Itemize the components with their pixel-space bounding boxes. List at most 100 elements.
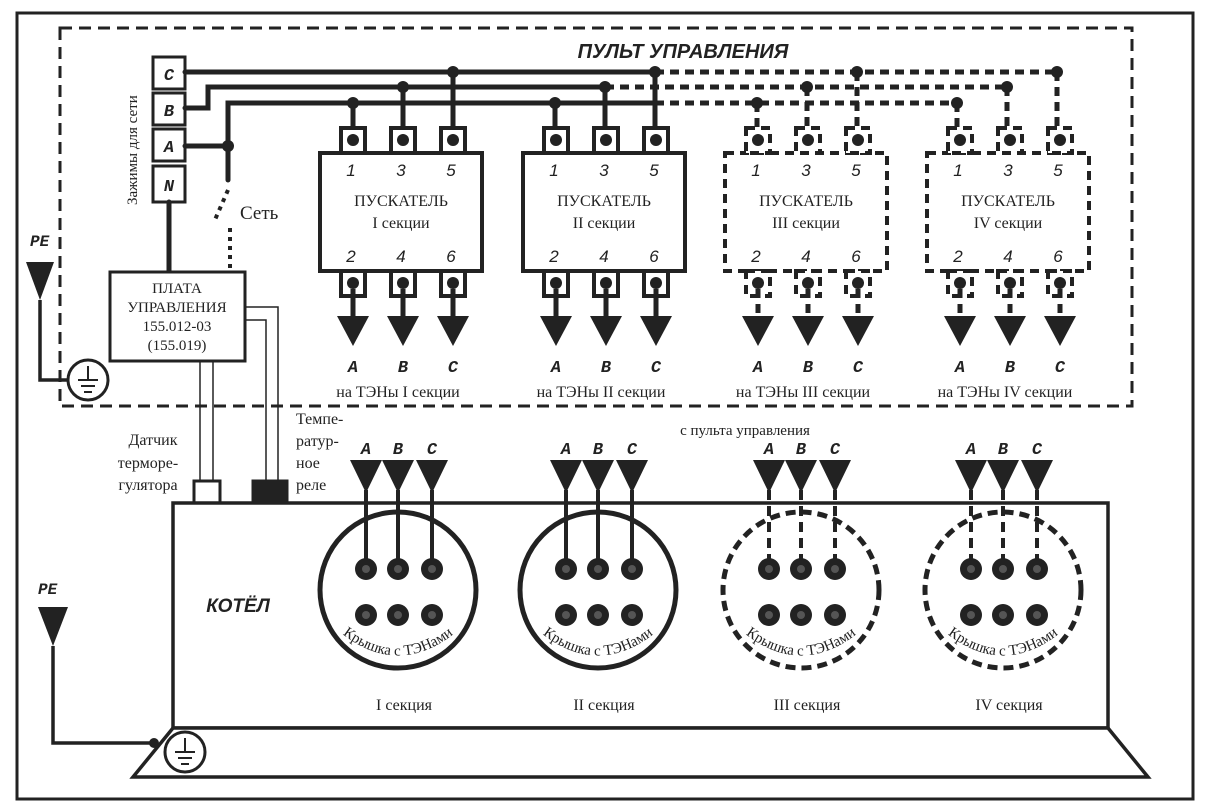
contact-dot <box>600 134 612 146</box>
contact-dot <box>550 277 562 289</box>
contact-number-bottom: 2 <box>750 247 761 266</box>
contact-dot <box>347 134 359 146</box>
svg-text:терморе-: терморе- <box>118 455 178 472</box>
ground-icon-top <box>66 358 110 402</box>
phase-label: A <box>550 359 561 378</box>
board-line-1: ПЛАТА <box>152 281 202 297</box>
svg-text:ратур-: ратур- <box>296 433 339 450</box>
arrow-icon <box>1021 460 1053 493</box>
contact-number-top: 5 <box>649 161 659 180</box>
contact-number-bottom: 4 <box>1003 247 1012 266</box>
contact-dot <box>752 134 764 146</box>
pe-bottom-wire <box>51 646 152 745</box>
terminal-b: B <box>164 103 174 122</box>
boiler-base <box>129 726 1152 779</box>
phase-label: B <box>998 441 1008 460</box>
contact-dot <box>852 134 864 146</box>
contact-dot <box>447 134 459 146</box>
contact-number-top: 5 <box>1053 161 1063 180</box>
arrow-icon <box>337 316 369 346</box>
temperature-relay <box>251 479 289 505</box>
phase-label: B <box>1005 359 1015 378</box>
contact-dot <box>1054 134 1066 146</box>
contact-dot <box>650 277 662 289</box>
arrow-icon <box>792 316 824 346</box>
arrow-icon <box>753 460 785 493</box>
thermostat-sensor <box>192 479 222 505</box>
phase-label: B <box>393 441 403 460</box>
net-switch <box>212 189 230 223</box>
arrow-icon <box>350 460 382 493</box>
phase-label: C <box>830 441 841 460</box>
phase-label: B <box>803 359 813 378</box>
phase-label: A <box>560 441 571 460</box>
contact-number-top: 3 <box>801 161 811 180</box>
arrow-icon <box>550 460 582 493</box>
contact-number-top: 1 <box>549 161 558 180</box>
pe-bottom-connector <box>38 607 68 646</box>
contact-dot <box>802 277 814 289</box>
svg-text:Датчик: Датчик <box>129 432 178 449</box>
contact-number-bottom: 6 <box>446 247 456 266</box>
to-heaters-label: на ТЭНы I секции <box>336 384 460 401</box>
contact-number-bottom: 4 <box>801 247 810 266</box>
section-label: IV секция <box>975 697 1043 714</box>
phase-label: A <box>965 441 976 460</box>
contact-dot <box>954 277 966 289</box>
phase-label: B <box>593 441 603 460</box>
contact-number-top: 3 <box>599 161 609 180</box>
arrow-icon <box>819 460 851 493</box>
contact-number-top: 1 <box>953 161 962 180</box>
arrow-icon <box>590 316 622 346</box>
contact-number-bottom: 6 <box>649 247 659 266</box>
phase-label: C <box>627 441 638 460</box>
contact-number-top: 3 <box>1003 161 1013 180</box>
terminal-n: N <box>164 178 175 197</box>
arrow-icon <box>416 460 448 493</box>
arrow-icon <box>842 316 874 346</box>
terminal-c: C <box>164 67 175 86</box>
arrow-icon <box>785 460 817 493</box>
board-line-4: (155.019) <box>148 338 207 354</box>
contact-dot <box>600 277 612 289</box>
to-heaters-label: на ТЭНы II секции <box>537 384 666 401</box>
section-label: III секция <box>774 697 841 714</box>
arrow-icon <box>742 316 774 346</box>
section-label: II секция <box>573 697 635 714</box>
starter-section: III секции <box>772 215 840 232</box>
pe-top-wire <box>38 300 70 382</box>
control-board <box>108 270 247 363</box>
phase-label: A <box>347 359 358 378</box>
contact-number-bottom: 6 <box>851 247 861 266</box>
control-panel-box <box>58 26 1134 408</box>
control-panel-title: ПУЛЬТ УПРАВЛЕНИЯ <box>578 41 789 63</box>
contact-dot <box>1054 277 1066 289</box>
phase-label: A <box>752 359 763 378</box>
board-wires <box>199 306 279 481</box>
arrow-icon <box>1044 316 1076 346</box>
contact-number-bottom: 2 <box>548 247 559 266</box>
bus-lines-dashed <box>605 69 1060 128</box>
contact-dot <box>802 134 814 146</box>
phase-label: B <box>398 359 408 378</box>
contact-number-top: 5 <box>446 161 456 180</box>
phase-label: C <box>448 359 459 378</box>
outer-frame <box>15 11 1195 801</box>
section-label: I секция <box>376 697 433 714</box>
phase-label: A <box>763 441 774 460</box>
phase-label: C <box>853 359 864 378</box>
mains-terminals: C B A N <box>151 55 187 204</box>
phase-label: C <box>1032 441 1043 460</box>
contact-dot <box>347 277 359 289</box>
arrow-icon <box>437 316 469 346</box>
contact-number-top: 3 <box>396 161 406 180</box>
contact-number-bottom: 4 <box>396 247 405 266</box>
arrow-icon <box>582 460 614 493</box>
